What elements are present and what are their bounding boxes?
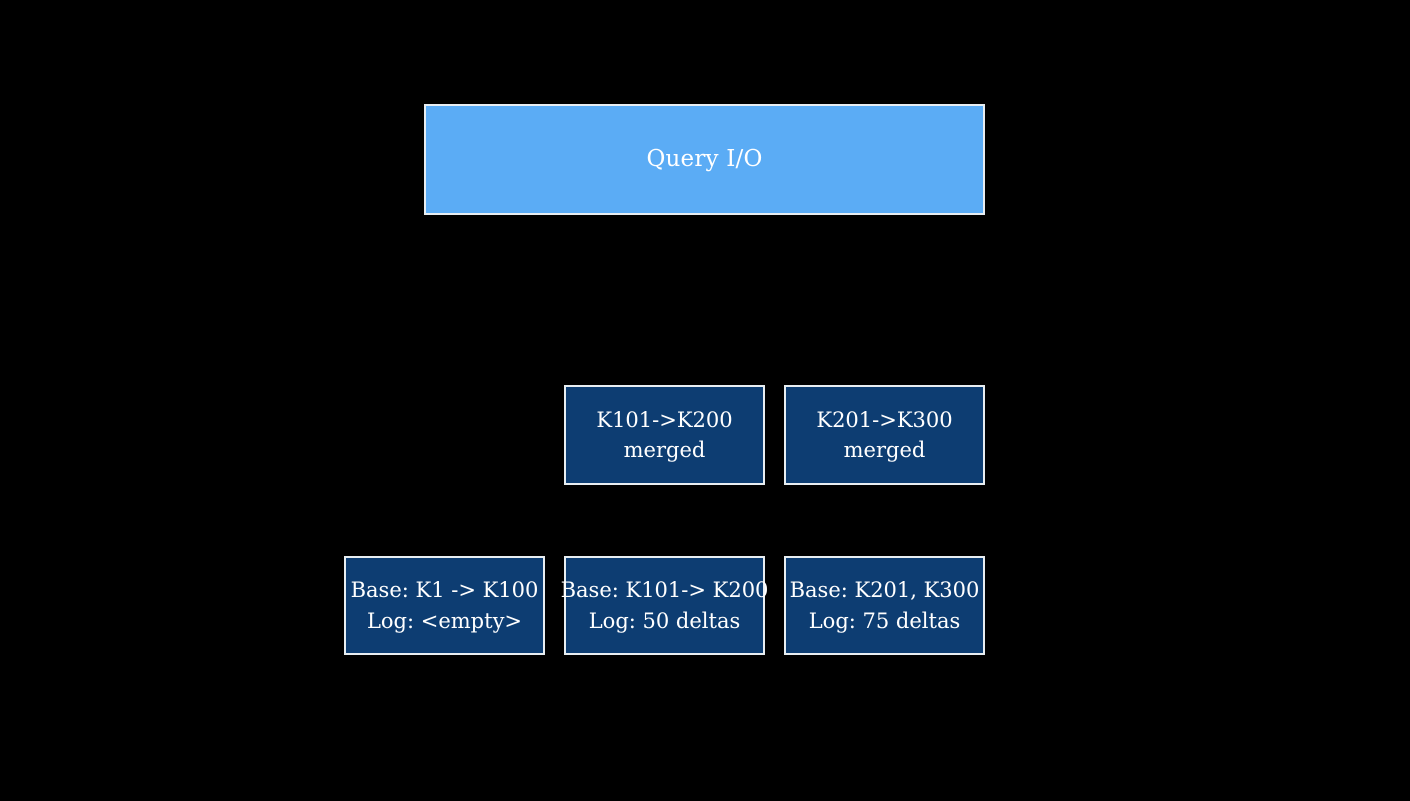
merged-node-k101-k200-range: K101->K200 [596,407,733,432]
merged-node-k201-k300-state: merged [843,438,926,462]
segment-node-k201-k300-base: Base: K201, K300 [789,578,980,603]
segment-node-k201-k300[interactable]: Base: K201, K300 Log: 75 deltas [784,556,985,655]
merged-node-k101-k200-state: merged [623,438,706,462]
segment-node-k1-k100[interactable]: Base: K1 -> K100 Log: <empty> [344,556,545,655]
segment-node-k101-k200[interactable]: Base: K101-> K200 Log: 50 deltas [561,556,768,655]
merged-node-k201-k300-range: K201->K300 [816,407,953,432]
query-io-label: Query I/O [646,146,763,173]
segment-node-k101-k200-log: Log: 50 deltas [588,608,741,633]
merged-node-k201-k300[interactable]: K201->K300 merged [784,385,985,485]
query-io-node[interactable]: Query I/O [424,104,985,215]
segment-node-k201-k300-log: Log: 75 deltas [808,608,961,633]
merged-node-k101-k200[interactable]: K101->K200 merged [564,385,765,485]
segment-node-k1-k100-log: Log: <empty> [366,608,523,633]
segment-node-k101-k200-base: Base: K101-> K200 [560,578,769,603]
segment-node-k1-k100-base: Base: K1 -> K100 [350,578,539,603]
